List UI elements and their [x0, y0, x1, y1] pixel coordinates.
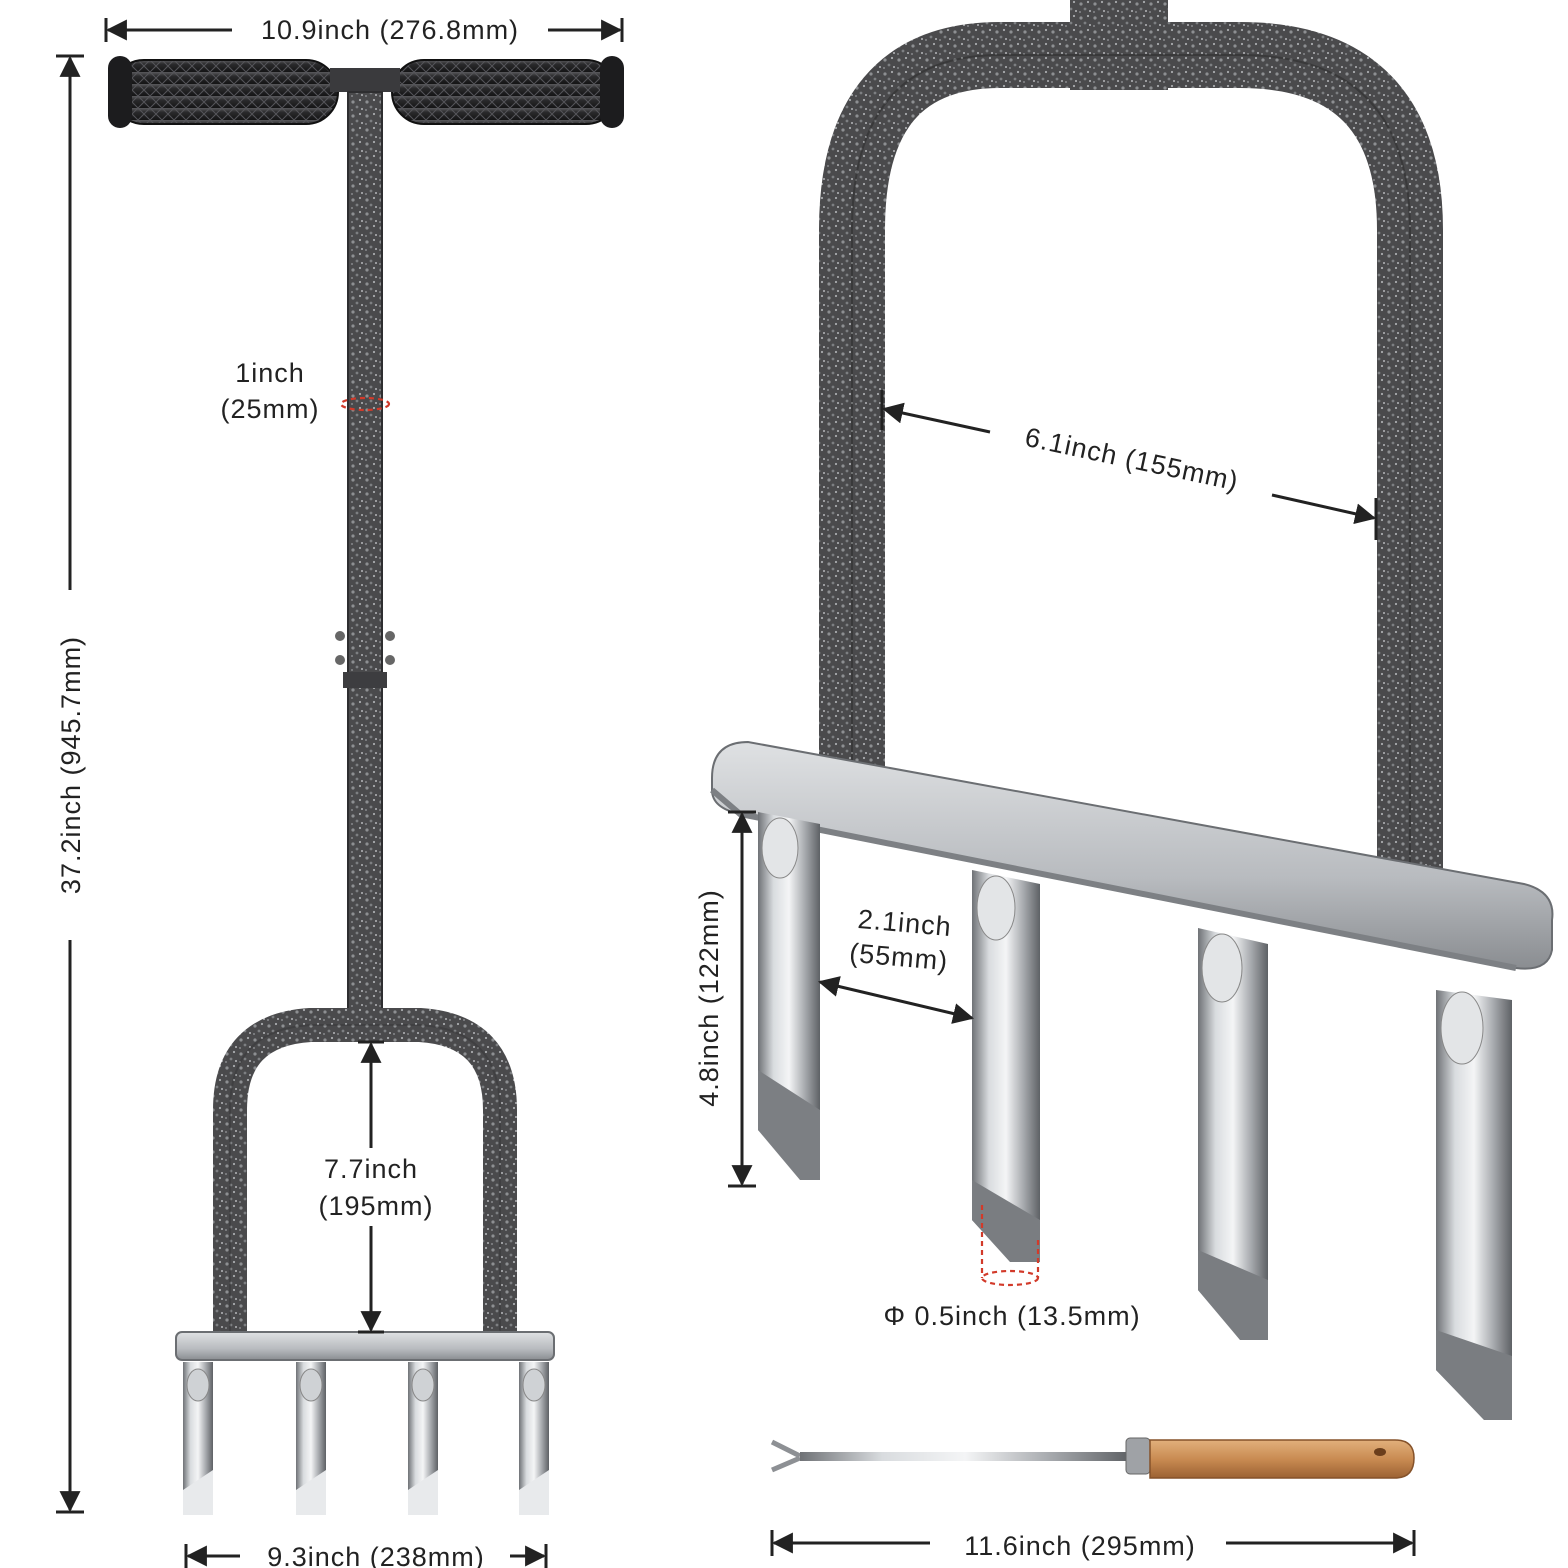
- right-dimension-lines: [728, 390, 1416, 1556]
- fork-height-label-line1: 7.7inch: [324, 1154, 418, 1184]
- shaft-diameter-label-line1: 1inch: [235, 358, 305, 388]
- tine-length-label: 4.8inch (122mm): [694, 889, 724, 1107]
- weeder-length-label: 11.6inch (295mm): [964, 1531, 1196, 1561]
- weeder-tool: [770, 1437, 1415, 1479]
- tines-closeup: [758, 812, 1512, 1420]
- shaft-diameter-marker: [339, 396, 391, 412]
- fork-height-label-line2: (195mm): [318, 1191, 433, 1221]
- base-plate: [175, 1331, 555, 1361]
- full-aerator-illustration: [108, 56, 624, 1515]
- tine-spacing-label-line1: 2.1inch: [857, 904, 953, 942]
- tines-small: [183, 1362, 549, 1515]
- total-height-label: 37.2inch (945.7mm): [56, 636, 86, 894]
- fork-frame: [213, 1008, 517, 1340]
- base-width-label: 9.3inch (238mm): [267, 1542, 485, 1568]
- closeup-fork-frame: [819, 22, 1443, 910]
- tine-diameter-marker: [980, 1205, 1040, 1287]
- closeup-base-plate: [711, 740, 1554, 970]
- tine-spacing-label-line2: (55mm): [848, 938, 949, 977]
- shaft-diameter-label-line2: (25mm): [221, 394, 320, 424]
- handle-width-label: 10.9inch (276.8mm): [261, 15, 519, 45]
- shaft: [347, 91, 383, 1033]
- t-handle: [108, 56, 624, 128]
- tine-diameter-label: Φ 0.5inch (13.5mm): [883, 1301, 1140, 1331]
- fork-width-label: 6.1inch (155mm): [1022, 422, 1241, 497]
- closeup-fork-illustration: [710, 0, 1554, 1479]
